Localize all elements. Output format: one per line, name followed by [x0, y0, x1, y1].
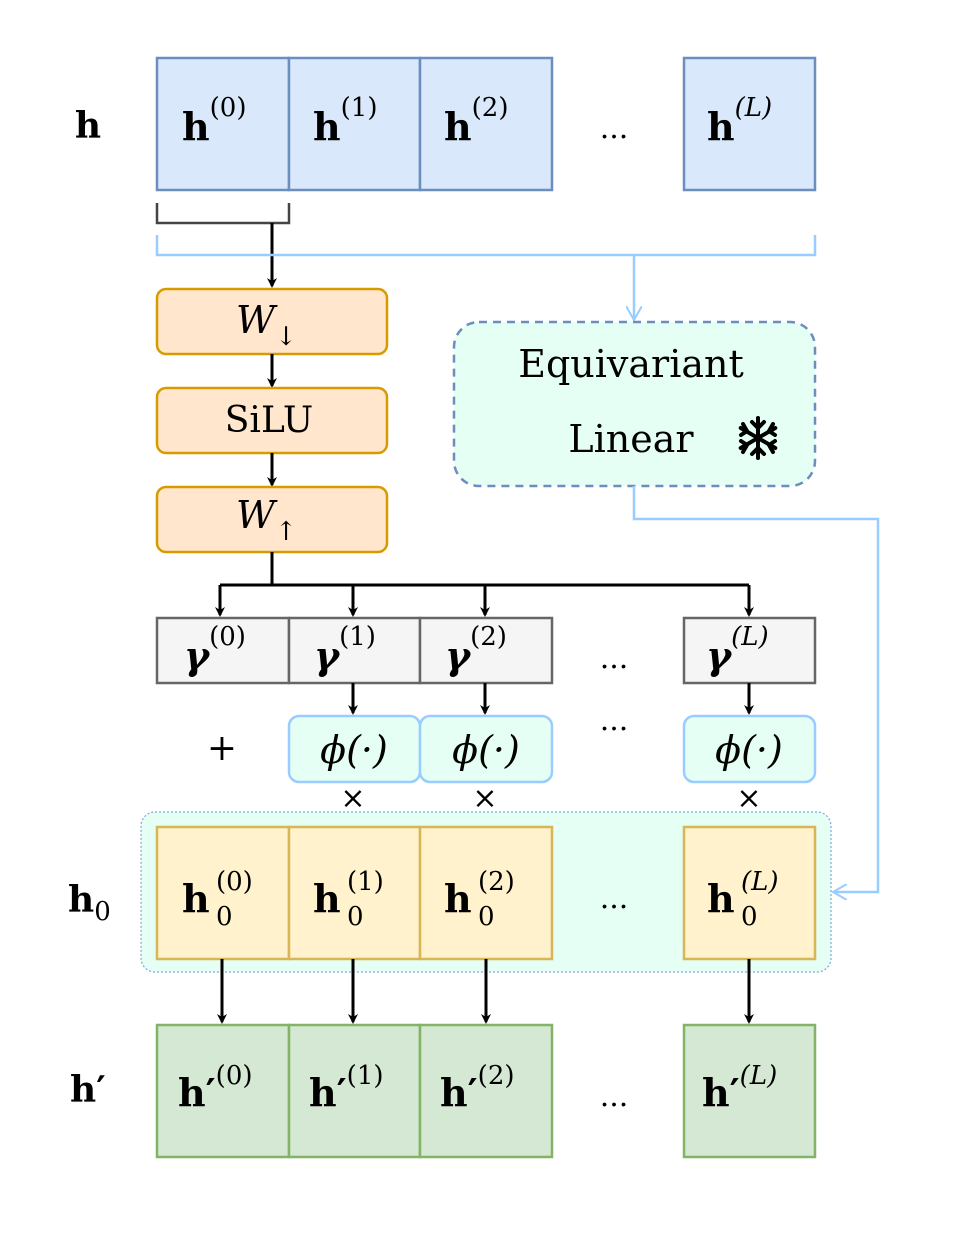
- gamma-ellipsis: ...: [600, 641, 629, 676]
- h-cell-label-1: h(1): [313, 93, 377, 149]
- gamma-cell-2: [418, 616, 554, 685]
- mlp: W↓ SiLU W↑: [155, 287, 389, 554]
- h-cell-L: [682, 56, 817, 192]
- row-label-hprime: h′: [70, 1069, 106, 1111]
- h0-cell-label-0: h (0) 0: [182, 867, 253, 932]
- hprime-label-0: h′(0): [178, 1061, 253, 1115]
- h-cell-label-2: h(2): [444, 93, 508, 149]
- phi-cell-L: [682, 714, 817, 784]
- hprime-cell-2: [418, 1023, 554, 1159]
- phi-label-2: ϕ(·): [452, 728, 520, 772]
- plus-sign: +: [207, 728, 237, 769]
- equivariant-to-h0-connector: [632, 486, 880, 892]
- hprime-cell-0: [155, 1023, 291, 1159]
- h-cell-2: [418, 56, 554, 192]
- gamma-cell-1: [287, 616, 422, 685]
- hprime-label-2: h′(2): [440, 1061, 515, 1115]
- gamma-row: γ(0) γ(1) γ(2) ... γ(L): [155, 616, 817, 685]
- h-all-bracket: [155, 235, 817, 257]
- svg-text:(L): (L): [741, 867, 779, 897]
- svg-text:(0): (0): [216, 867, 253, 897]
- h0-cell-label-1: h (1) 0: [313, 867, 384, 932]
- svg-text:(1): (1): [347, 867, 384, 897]
- svg-text:0: 0: [216, 902, 233, 932]
- h0-ellipsis: ...: [600, 881, 629, 916]
- svg-text:0: 0: [347, 902, 364, 932]
- linear-label: Linear: [568, 417, 694, 461]
- svg-text:h: h: [707, 876, 735, 921]
- h-cell-1: [287, 56, 422, 192]
- svg-text:h: h: [313, 876, 341, 921]
- times-sign-2: ×: [472, 781, 497, 816]
- hprime-cell-1: [287, 1023, 422, 1159]
- gamma-cell-L: [682, 616, 817, 685]
- equivariant-label: Equivariant: [518, 342, 744, 386]
- times-sign-1: ×: [340, 781, 365, 816]
- phi-row: + ϕ(·) ϕ(·) ... ϕ(·) × × ×: [207, 703, 817, 816]
- times-sign-L: ×: [736, 781, 761, 816]
- phi-ellipsis: ...: [600, 703, 629, 738]
- h0-select-bracket: [155, 203, 291, 225]
- hprime-row: h′(0) h′(1) h′(2) ... h′(L): [155, 1023, 817, 1159]
- silu-label: SiLU: [225, 400, 313, 441]
- split-arrows: [215, 552, 754, 617]
- h0-cell-1: [287, 825, 422, 961]
- h0-cell-label-L: h (L) 0: [707, 867, 779, 932]
- h0-cell-L: [682, 825, 817, 961]
- gamma-label-0: γ(0): [184, 622, 246, 678]
- svg-text:(2): (2): [478, 867, 515, 897]
- equivariant-linear: Equivariant Linear: [452, 320, 817, 488]
- h-cell-0: [155, 56, 291, 192]
- phi-label-1: ϕ(·): [320, 728, 388, 772]
- h0-row: h (0) 0 h (1) 0 h (2) 0 ... h (L) 0: [155, 825, 817, 961]
- row-label-h: h: [75, 105, 101, 147]
- h0-cell-label-2: h (2) 0: [444, 867, 515, 932]
- h-cell-label-0: h(0): [182, 93, 246, 149]
- w-down-label: W↓: [236, 298, 297, 352]
- hprime-label-L: h′(L): [702, 1061, 777, 1115]
- h-ellipsis: ...: [600, 111, 629, 146]
- svg-text:h: h: [182, 876, 210, 921]
- phi-cell-2: [418, 714, 554, 784]
- gamma-label-2: γ(2): [445, 622, 507, 678]
- svg-text:0: 0: [478, 902, 495, 932]
- hprime-cell-L: [682, 1023, 817, 1159]
- hprime-label-1: h′(1): [309, 1061, 384, 1115]
- hprime-ellipsis: ...: [600, 1079, 629, 1114]
- w-up-label: W↑: [236, 493, 297, 547]
- gamma-label-L: γ(L): [706, 622, 769, 678]
- svg-text:h: h: [444, 876, 472, 921]
- snowflake-icon: [738, 416, 778, 460]
- h-cell-label-L: h(L): [707, 93, 772, 149]
- svg-text:0: 0: [741, 902, 758, 932]
- row-label-h0: h0: [68, 879, 111, 927]
- phi-label-L: ϕ(·): [715, 728, 783, 772]
- h-row: h(0) h(1) h(2) ... h(L): [155, 56, 817, 192]
- gamma-label-1: γ(1): [314, 622, 376, 678]
- h0-cell-0: [155, 825, 291, 961]
